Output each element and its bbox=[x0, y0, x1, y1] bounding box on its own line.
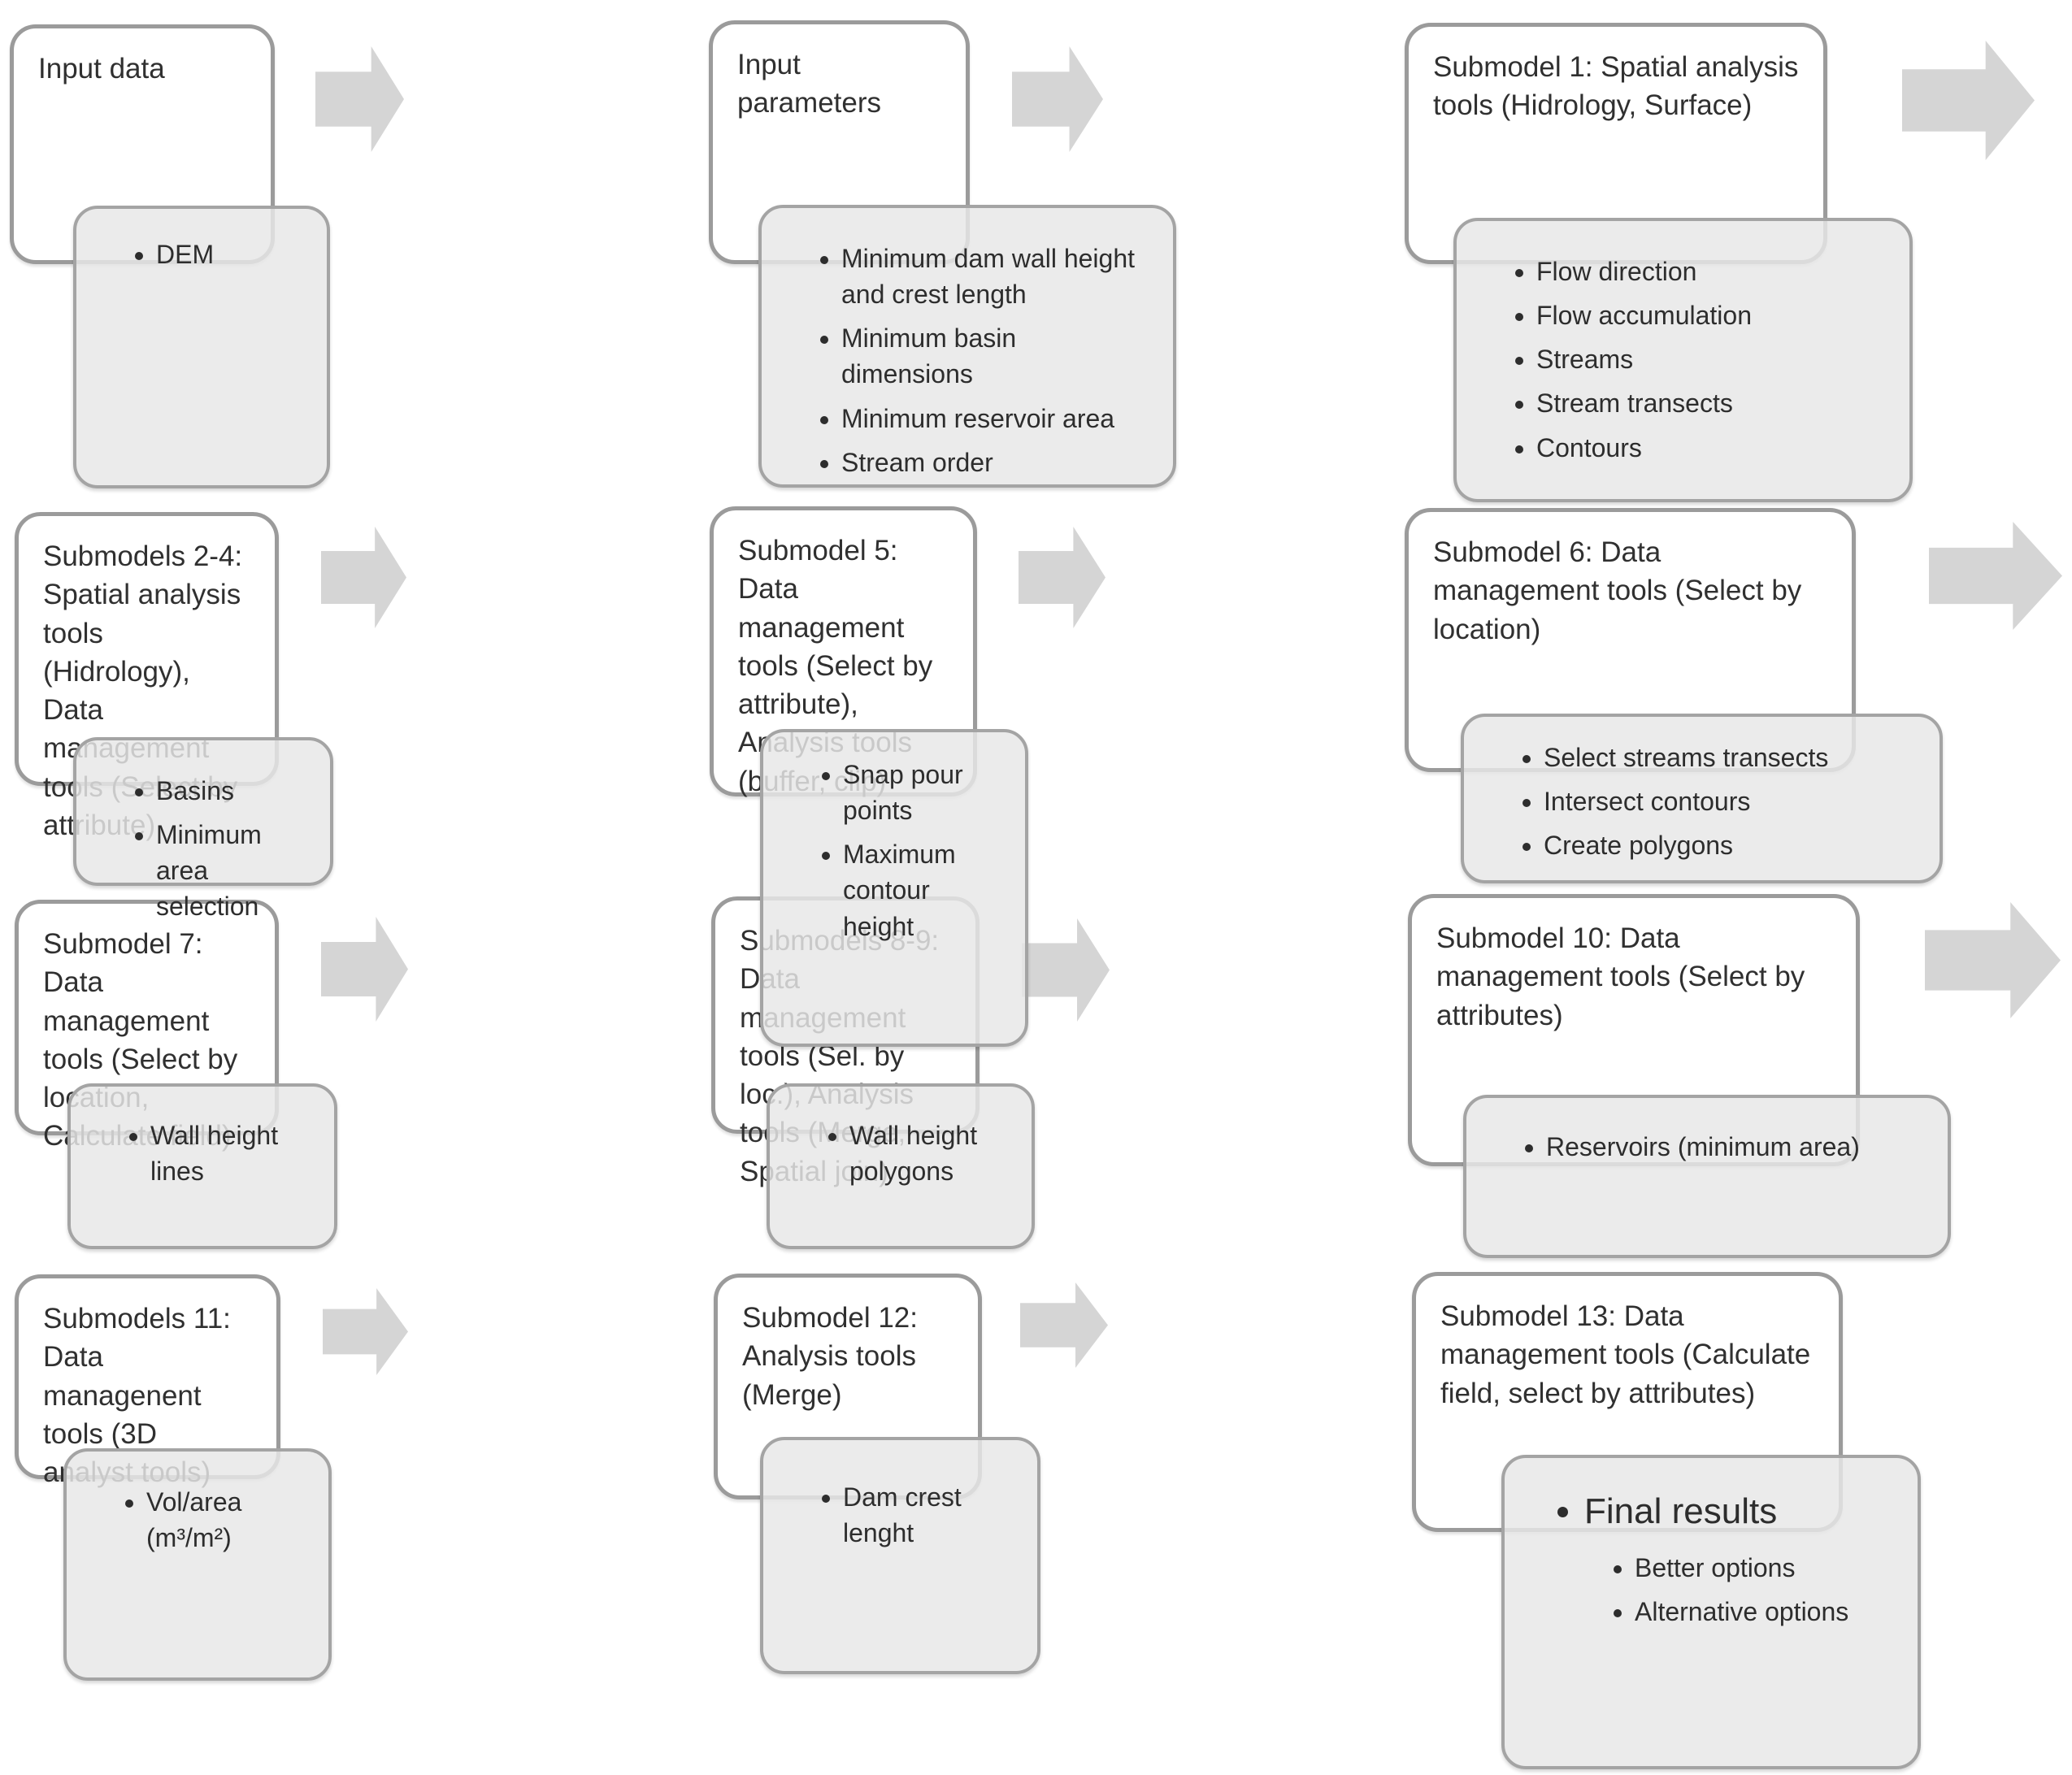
bullet-item: Select streams transects bbox=[1544, 740, 1918, 775]
bullet-item: Stream order bbox=[841, 445, 1152, 480]
bullet-item: Create polygons bbox=[1544, 827, 1918, 863]
bullet-item: Streams bbox=[1536, 341, 1888, 377]
flow-arrow-icon bbox=[323, 1288, 408, 1375]
bullet-list: Basins Minimum area selection bbox=[76, 773, 330, 925]
bullet-item: Wall height polygons bbox=[849, 1118, 1010, 1189]
bullet-item: Minimum area selection bbox=[156, 817, 309, 924]
bullet-list: Vol/area (m³/m²) bbox=[67, 1484, 328, 1556]
sub-bullet-list: Better options Alternative options bbox=[1584, 1545, 1896, 1630]
flow-arrow-icon bbox=[1012, 46, 1103, 152]
bullet-list: Select streams transects Intersect conto… bbox=[1464, 740, 1940, 863]
bullet-item: Contours bbox=[1536, 430, 1888, 466]
flow-arrow-icon bbox=[1925, 902, 2061, 1018]
bullet-item-final-results: Final results bbox=[1584, 1489, 1896, 1534]
flow-arrow-icon bbox=[1902, 41, 2035, 160]
node-submodel-1-bullets-box: Flow direction Flow accumulation Streams… bbox=[1453, 218, 1913, 502]
bullet-item: DEM bbox=[156, 237, 306, 272]
node-title: Submodel 1: Spatial analysis tools (Hidr… bbox=[1433, 51, 1799, 122]
sub-bullet-item: Alternative options bbox=[1635, 1594, 1896, 1630]
node-title: Submodel 13: Data management tools (Calc… bbox=[1440, 1300, 1811, 1409]
bullet-item: Stream transects bbox=[1536, 385, 1888, 421]
node-title: Submodel 12: Analysis tools (Merge) bbox=[742, 1302, 918, 1411]
bullet-item: Minimum basin dimensions bbox=[841, 320, 1152, 392]
bullet-item: Snap pour points bbox=[843, 757, 1004, 828]
flow-arrow-icon bbox=[315, 46, 404, 152]
node-title: Submodel 6: Data management tools (Selec… bbox=[1433, 536, 1802, 645]
node-submodels-8-9-bullets-box: Wall height polygons bbox=[767, 1083, 1035, 1249]
bullet-list: Reservoirs (minimum area) bbox=[1466, 1129, 1948, 1165]
node-title: Submodel 10: Data management tools (Sele… bbox=[1436, 922, 1805, 1031]
flow-arrow-icon bbox=[1022, 918, 1110, 1022]
bullet-item: Vol/area (m³/m²) bbox=[146, 1484, 307, 1556]
bullet-list: Wall height lines bbox=[71, 1118, 334, 1189]
bullet-list: DEM bbox=[76, 237, 327, 272]
node-submodel-5-bullets-box: Snap pour points Maximum contour height bbox=[760, 729, 1028, 1047]
bullet-item: Flow accumulation bbox=[1536, 297, 1888, 333]
flow-arrow-icon bbox=[1019, 527, 1106, 628]
bullet-item: Minimum reservoir area bbox=[841, 401, 1152, 436]
node-submodel-12-bullets-box: Dam crest lenght bbox=[760, 1437, 1040, 1674]
flow-arrow-icon bbox=[321, 917, 408, 1022]
node-submodels-2-4-bullets-box: Basins Minimum area selection bbox=[73, 737, 333, 921]
flow-arrow-icon bbox=[1929, 522, 2062, 630]
node-submodel-10-bullets-box: Reservoirs (minimum area) bbox=[1463, 1095, 1951, 1258]
node-submodels-11-bullets-box: Vol/area (m³/m²) bbox=[63, 1448, 332, 1681]
bullet-item: Wall height lines bbox=[150, 1118, 313, 1189]
bullet-item: Minimum dam wall height and crest length bbox=[841, 241, 1152, 312]
bullet-item: Reservoirs (minimum area) bbox=[1546, 1129, 1926, 1165]
bullet-list: Final results Better options Alternative… bbox=[1505, 1489, 1918, 1630]
flow-arrow-icon bbox=[321, 527, 406, 628]
bullet-item: Basins bbox=[156, 773, 309, 809]
bullet-list: Dam crest lenght bbox=[763, 1479, 1037, 1551]
node-input-parameters-bullets-box: Minimum dam wall height and crest length… bbox=[758, 205, 1176, 488]
bullet-item: Dam crest lenght bbox=[843, 1479, 1016, 1551]
node-title: Input parameters bbox=[737, 49, 882, 119]
node-submodel-13-bullets-box: Final results Better options Alternative… bbox=[1501, 1455, 1921, 1769]
bullet-item: Flow direction bbox=[1536, 254, 1888, 289]
sub-bullet-item: Better options bbox=[1635, 1550, 1896, 1586]
node-submodel-7-bullets-box: Wall height lines bbox=[67, 1083, 337, 1249]
bullet-item: Maximum contour height bbox=[843, 836, 1004, 944]
bullet-list: Wall height polygons bbox=[770, 1118, 1032, 1189]
bullet-item: Intersect contours bbox=[1544, 783, 1918, 819]
bullet-list: Minimum dam wall height and crest length… bbox=[762, 241, 1173, 480]
node-title: Input data bbox=[38, 53, 165, 85]
node-input-data-bullets-box: DEM bbox=[73, 206, 330, 488]
bullet-list: Flow direction Flow accumulation Streams… bbox=[1457, 254, 1909, 466]
node-submodel-6-bullets-box: Select streams transects Intersect conto… bbox=[1461, 714, 1943, 883]
flow-arrow-icon bbox=[1020, 1282, 1108, 1368]
bullet-list: Snap pour points Maximum contour height bbox=[763, 757, 1025, 944]
